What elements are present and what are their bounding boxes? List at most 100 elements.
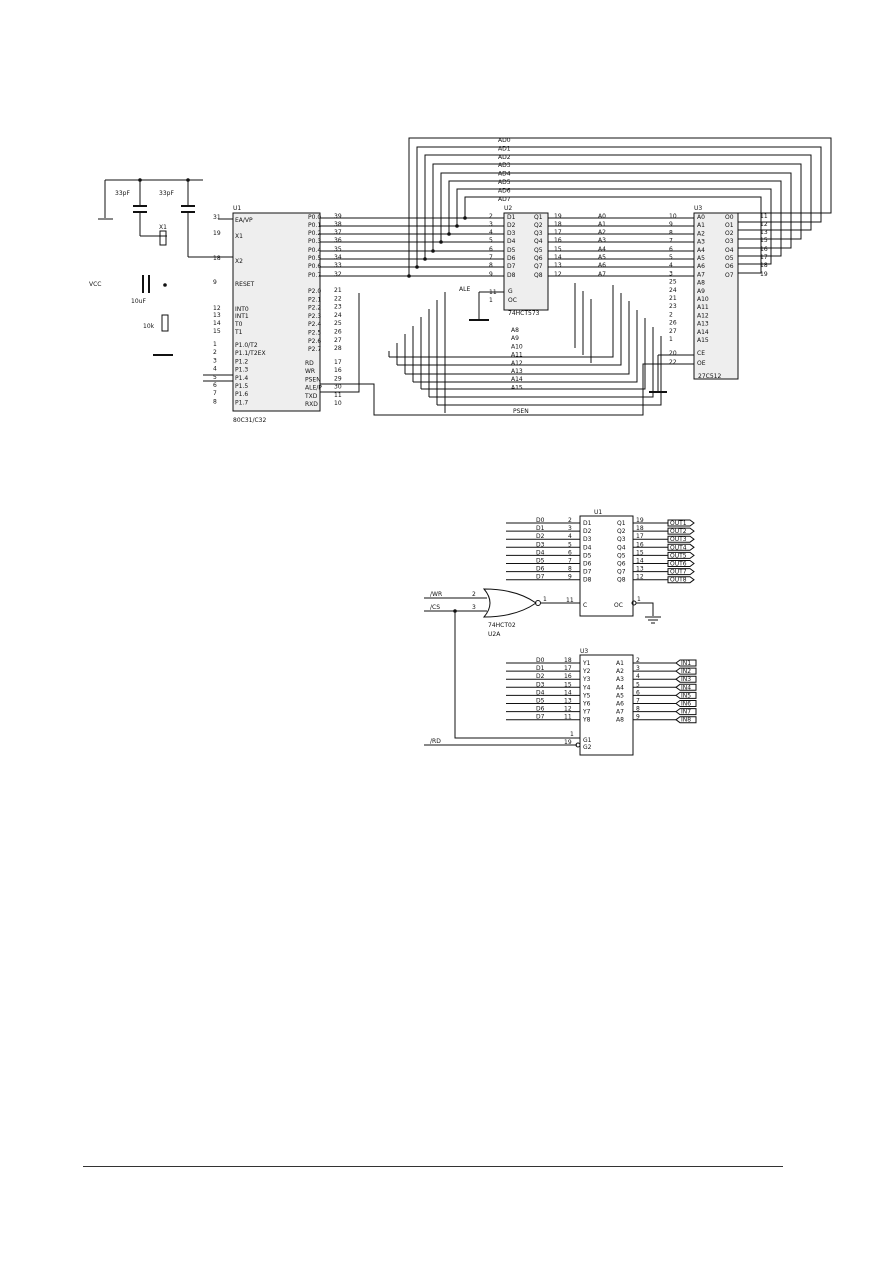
eprom-a-pin: A9 — [697, 288, 705, 295]
eprom-o-pin: O3 — [725, 238, 734, 245]
in-port-flag — [675, 667, 697, 675]
eprom-ce-num: 20 — [669, 350, 677, 357]
in-port-flag — [675, 659, 697, 667]
u1-left-num: 15 — [213, 328, 221, 335]
out-port-flag — [667, 576, 695, 584]
eprom-a-pin: A8 — [697, 280, 705, 287]
eprom-o-pin: O5 — [725, 255, 734, 262]
eprom-o-pin: O7 — [725, 272, 734, 279]
latch-d-pin: D8 — [583, 577, 592, 584]
buf-d-net: D5 — [536, 698, 545, 705]
u1-ctrl-num: 29 — [334, 375, 342, 382]
u1-p1-pin: P1.3 — [235, 367, 248, 374]
eprom-a-num: 21 — [669, 295, 677, 302]
latch-out-num: 16 — [636, 541, 644, 548]
in-port-label: IN3 — [681, 676, 691, 683]
in-port-label: IN4 — [681, 684, 691, 691]
u2-q-pin: Q4 — [534, 238, 543, 245]
u2-out-num: 16 — [554, 237, 562, 244]
u1-left-num: 18 — [213, 255, 221, 262]
eprom-o-num: 17 — [760, 254, 768, 261]
u1-ctrl-pin: TXD — [304, 393, 318, 400]
buf-y-pin: Y8 — [582, 717, 591, 724]
latch-q-pin: Q4 — [617, 544, 626, 551]
u1-p1-pin: P1.7 — [235, 399, 248, 406]
u1-p0-pin: P0.7 — [308, 272, 321, 279]
buf-y-num: 18 — [564, 657, 572, 664]
out-port-label: OUT6 — [670, 561, 687, 568]
buf-y-num: 15 — [564, 681, 572, 688]
u1-p1-num: 7 — [213, 390, 217, 397]
buf-a-num: 4 — [636, 673, 640, 680]
latch-in-num: 8 — [568, 566, 572, 573]
ad-bus-label: AD3 — [498, 162, 511, 169]
addr-low-label: A1 — [598, 221, 606, 228]
latch-c-num: 11 — [566, 597, 574, 604]
latch-d-pin: D5 — [583, 552, 592, 559]
out-port-label: OUT5 — [670, 552, 687, 559]
u1-p1-pin: P1.2 — [235, 358, 248, 365]
eprom-a-num: 26 — [669, 320, 677, 327]
u1-p2-pin: P2.1 — [308, 296, 321, 303]
in-port-flag — [675, 708, 697, 716]
buf-d-net: D4 — [536, 689, 545, 696]
u2-out-num: 15 — [554, 246, 562, 253]
eprom-a-num: 25 — [669, 279, 677, 286]
u2-d-pin: D4 — [507, 238, 516, 245]
eprom-o-num: 18 — [760, 262, 768, 269]
buf-y-pin: Y2 — [582, 668, 591, 675]
u1-p0-num: 33 — [334, 262, 342, 269]
buf-g2-pin: G2 — [583, 744, 592, 751]
u1-p1-num: 5 — [213, 374, 217, 381]
eprom-a-pin: A15 — [697, 337, 709, 344]
eprom-a-pin: A7 — [697, 271, 705, 278]
u1-left-num: 14 — [213, 320, 221, 327]
out-port-flag — [667, 519, 695, 527]
c3-value: 10uF — [131, 298, 146, 305]
buf-a-num: 5 — [636, 681, 640, 688]
buf-y-num: 13 — [564, 698, 572, 705]
u2-q-pin: Q6 — [534, 255, 543, 262]
in-port-label: IN1 — [681, 660, 691, 667]
eprom-a-num: 5 — [669, 254, 673, 261]
addr-low-label: A3 — [598, 237, 606, 244]
latch-d-net: D4 — [536, 549, 545, 556]
u1-p0-num: 36 — [334, 237, 342, 244]
u1-left-num: 19 — [213, 230, 221, 237]
u1-left-num: 13 — [213, 312, 221, 319]
buf-g2-num: 19 — [564, 739, 572, 746]
eprom-a-pin: A1 — [697, 222, 705, 229]
u1-p2-num: 26 — [334, 329, 342, 336]
u2-in-num: 4 — [489, 229, 493, 236]
int0-pin: INT0 — [235, 306, 249, 313]
u2-g-pin: G — [508, 288, 513, 295]
eprom-a-num: 6 — [669, 246, 673, 253]
addr-low-label: A5 — [598, 254, 606, 261]
u2-out-num: 17 — [554, 229, 562, 236]
latch-in-num: 5 — [568, 541, 572, 548]
latch-out-num: 15 — [636, 549, 644, 556]
addr-high-label: A15 — [511, 384, 523, 391]
ad-bus-label: AD7 — [498, 196, 511, 203]
u1-p0-pin: P0.1 — [308, 222, 321, 229]
buf-d-net: D3 — [536, 681, 545, 688]
u1-p0-pin: P0.5 — [308, 255, 321, 262]
u1-ref: U1 — [233, 205, 241, 212]
t0-pin: T0 — [234, 321, 243, 328]
latch-d-net: D7 — [536, 574, 545, 581]
latch-oc-pin: OC — [614, 602, 623, 609]
eprom-a-num: 10 — [669, 213, 677, 220]
eprom-a-pin: A13 — [697, 321, 709, 328]
u2-q-pin: Q5 — [534, 247, 543, 254]
out-port-label: OUT2 — [670, 528, 687, 535]
u2-d-pin: D3 — [507, 230, 516, 237]
in-port-flag — [675, 675, 697, 683]
eprom-oe-num: 22 — [669, 359, 677, 366]
u2-out-num: 19 — [554, 213, 562, 220]
ea-pin: EA/VP — [235, 217, 253, 224]
footer-rule — [83, 1166, 783, 1167]
u1-p0-pin: P0.3 — [308, 238, 321, 245]
buf-a-num: 9 — [636, 714, 640, 721]
io-port-schematic: U1 U3 74HCT02 U2A /WR /CS /RD C OC 11 1 … — [396, 503, 726, 758]
ad-bus-label: AD2 — [498, 154, 511, 161]
